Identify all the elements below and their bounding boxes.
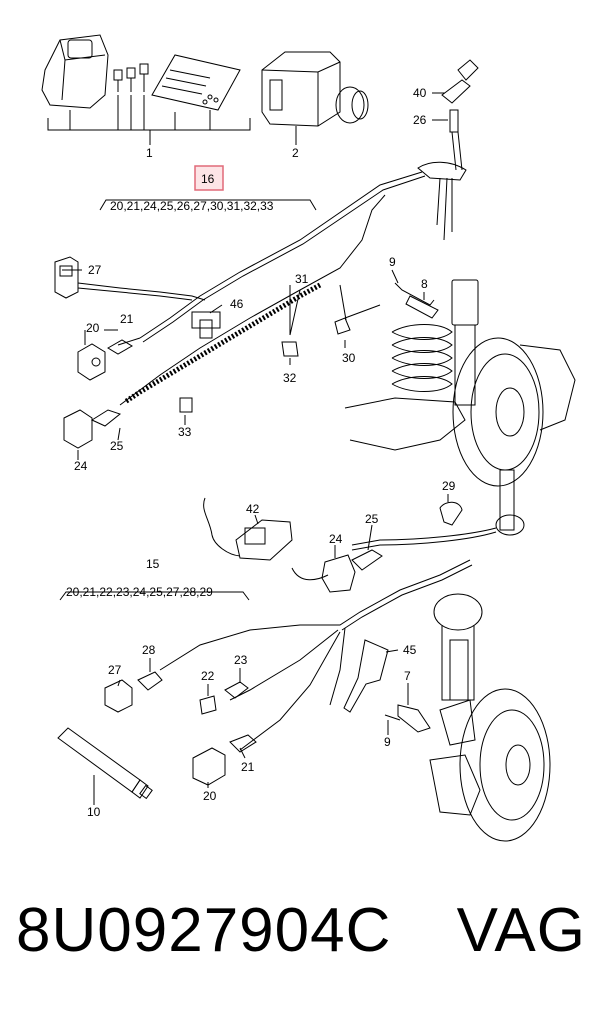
- harness-16-drawing: [54, 171, 426, 449]
- abs-hydraulic-unit-drawing: [261, 51, 369, 145]
- front-sensor-harness-drawing: [104, 469, 525, 786]
- callout-21-top[interactable]: 21: [120, 312, 134, 326]
- callout-25-mid[interactable]: 25: [365, 512, 379, 526]
- callout-26[interactable]: 26: [413, 113, 427, 127]
- callout-16-group: 20,21,24,25,26,27,30,31,32,33: [110, 199, 274, 213]
- rear-suspension-drawing: [344, 279, 576, 487]
- callout-28[interactable]: 28: [142, 643, 156, 657]
- callout-21-bottom[interactable]: 21: [241, 760, 255, 774]
- callout-27-bottom[interactable]: 27: [108, 663, 122, 677]
- callout-46[interactable]: 46: [230, 297, 244, 311]
- front-suspension-drawing: [384, 593, 551, 842]
- callout-32[interactable]: 32: [283, 371, 297, 385]
- callout-42[interactable]: 42: [246, 502, 260, 516]
- abs-control-unit-kit-drawing: [41, 34, 251, 145]
- parts-diagram: 1 2 40 26 16 20,21,24,25,26,27,30,31,32,…: [41, 34, 576, 842]
- footer: 8U0927904C VAG: [0, 895, 600, 1025]
- callout-2[interactable]: 2: [292, 146, 299, 160]
- callout-1[interactable]: 1: [146, 146, 153, 160]
- callout-9-top[interactable]: 9: [389, 255, 396, 269]
- callout-29[interactable]: 29: [442, 479, 456, 493]
- callout-16[interactable]: 16: [201, 172, 215, 186]
- callout-7[interactable]: 7: [404, 669, 411, 683]
- callout-20-bottom[interactable]: 20: [203, 789, 217, 803]
- callout-15[interactable]: 15: [146, 557, 160, 571]
- callout-10[interactable]: 10: [87, 805, 101, 819]
- callout-20-top[interactable]: 20: [86, 321, 100, 335]
- part-number: 8U0927904C: [16, 896, 392, 965]
- callout-25-top[interactable]: 25: [110, 439, 124, 453]
- grease-tube-drawing: [57, 727, 153, 805]
- callout-24-mid[interactable]: 24: [329, 532, 343, 546]
- callout-15-group: 20,21,22,23,24,25,27,28,29: [66, 585, 213, 599]
- callout-33[interactable]: 33: [178, 425, 192, 439]
- callout-31[interactable]: 31: [295, 272, 309, 286]
- callout-27-top[interactable]: 27: [88, 263, 102, 277]
- callout-8[interactable]: 8: [421, 277, 428, 291]
- callout-24-top[interactable]: 24: [74, 459, 88, 473]
- sensor-harness-top-connector: [417, 59, 479, 241]
- callout-30[interactable]: 30: [342, 351, 356, 365]
- callout-40[interactable]: 40: [413, 86, 427, 100]
- callout-16-highlight: [194, 165, 224, 191]
- callout-22[interactable]: 22: [201, 669, 215, 683]
- callout-45[interactable]: 45: [403, 643, 417, 657]
- callout-leaders: [59, 199, 449, 788]
- callout-9-bottom[interactable]: 9: [384, 735, 391, 749]
- brand-label: VAG: [456, 896, 586, 965]
- callout-23[interactable]: 23: [234, 653, 248, 667]
